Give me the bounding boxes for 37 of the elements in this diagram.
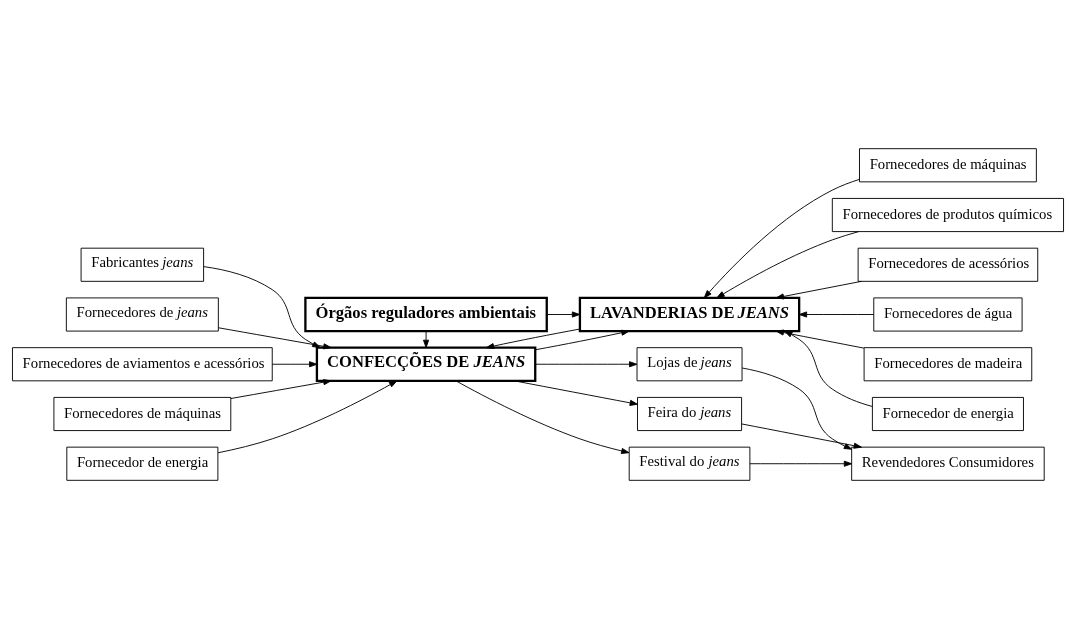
node-box: Fornecedores de máquinas — [53, 396, 232, 431]
node-box: Fornecedores de acessórios — [857, 247, 1039, 282]
arrow — [423, 330, 430, 348]
node-box: Fornecedores de máquinas — [859, 147, 1037, 182]
node-box: Fornecedor de energia — [871, 396, 1024, 431]
arrow — [217, 379, 398, 453]
node-box: Fornecedores de produtos químicos — [831, 197, 1064, 232]
arrow — [534, 329, 630, 350]
arrow — [203, 265, 321, 348]
arrow — [775, 280, 862, 299]
arrow — [485, 328, 581, 349]
node-box: CONFECÇÕES DE JEANS — [315, 346, 537, 382]
arrow — [775, 329, 865, 349]
arrow — [455, 379, 630, 454]
arrow — [741, 423, 862, 449]
arrow — [716, 230, 860, 298]
node-box: Órgãos reguladores ambientais — [304, 296, 548, 332]
node-box: Feira do jeans — [637, 396, 743, 431]
arrow — [798, 310, 875, 318]
node-box: LAVANDERIAS DE JEANS — [578, 296, 801, 332]
arrow — [230, 378, 332, 399]
node-box: Revendedores Consumidores — [851, 446, 1045, 481]
node-box: Fornecedor de energia — [66, 446, 219, 481]
arrow — [546, 310, 581, 318]
node-box: Fornecedores de madeira — [863, 346, 1033, 381]
node-box: Lojas de jeans — [636, 346, 743, 381]
node-box: Fornecedores de jeans — [65, 296, 219, 332]
arrow — [271, 360, 318, 367]
arrow — [534, 360, 638, 367]
node-box: Fornecedores de aviamentos e acessórios — [12, 346, 273, 381]
arrow — [741, 367, 853, 450]
arrow — [749, 460, 853, 467]
arrow — [784, 330, 873, 407]
arrow — [703, 178, 860, 298]
arrow — [218, 326, 332, 349]
node-box: Fornecedores de água — [873, 296, 1023, 332]
node-box: Festival do jeans — [628, 446, 751, 481]
